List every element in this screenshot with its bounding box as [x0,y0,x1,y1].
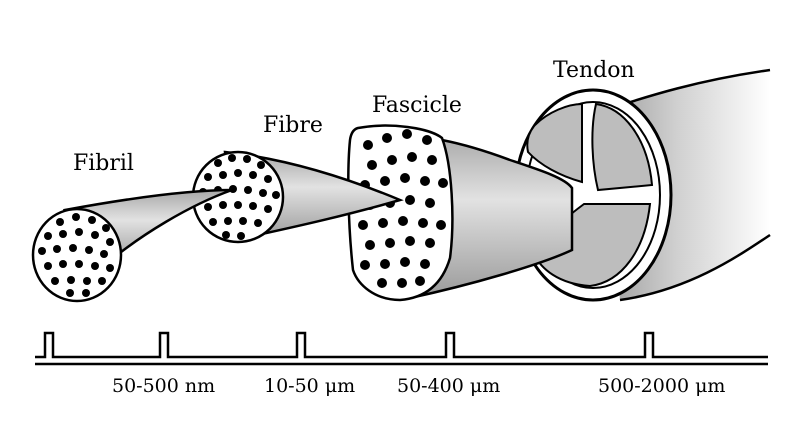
tendon-fascicle-right [591,102,654,192]
fibre-dots [199,154,280,240]
label-fascicle: Fascicle [372,93,462,118]
scale-label-fibre: 10-50 μm [264,375,355,397]
tendon-fascicle-top-left [526,102,583,184]
scale-bar-top-line [35,331,768,359]
scale-label-tendon: 500-2000 μm [598,375,725,397]
scale-bar [35,331,768,366]
label-tendon: Tendon [553,58,635,83]
fibril-group [31,188,233,303]
tendon-bottom-edge [619,233,771,302]
scale-label-fascicle: 50-400 μm [397,375,500,397]
fibril-dots [38,213,114,297]
scale-label-fibril: 50-500 nm [112,375,215,397]
fascicle-group [347,124,574,302]
fascicle-cross-section [347,124,454,302]
label-fibre: Fibre [263,113,323,138]
label-fibril: Fibril [73,151,134,176]
fibre-group [191,150,404,244]
